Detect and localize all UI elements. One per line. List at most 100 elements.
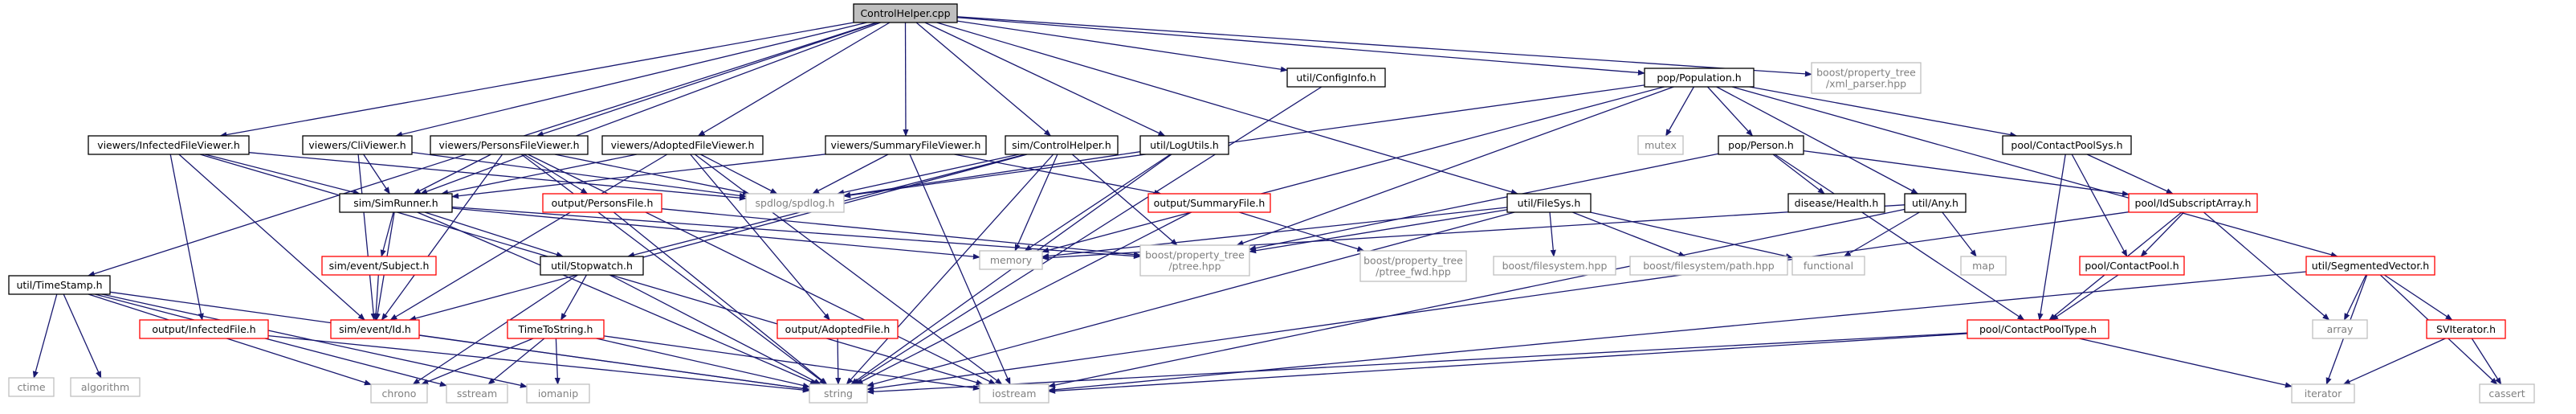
node-segvec[interactable]: util/SegmentedVector.h [2305,256,2435,276]
edge-root-to-configinfo [956,20,1288,72]
node-outinf[interactable]: output/InfectedFile.h [139,319,269,339]
edge-outsum-to-string [855,211,1192,385]
node-box-outinf [139,319,269,339]
node-population[interactable]: pop/Population.h [1644,68,1755,88]
node-iomanip[interactable]: iomanip [526,383,590,404]
node-box-segvec [2305,256,2435,276]
edge-simctrl-to-eventid [409,154,1028,322]
node-outpers[interactable]: output/PersonsFile.h [542,193,662,213]
node-ptree[interactable]: boost/property_tree/ptree.hpp [1139,244,1250,277]
node-functional[interactable]: functional [1791,256,1865,276]
node-simctrl[interactable]: sim/ControlHelper.h [1005,135,1119,155]
node-cptype[interactable]: pool/ContactPoolType.h [1967,319,2109,339]
node-label-cptype: pool/ContactPoolType.h [1979,323,2097,335]
node-svit[interactable]: SVIterator.h [2426,319,2506,339]
node-box-map [1960,256,2007,276]
node-logutils[interactable]: util/LogUtils.h [1139,135,1229,155]
node-label-any: util/Any.h [1912,197,1958,209]
node-eventid[interactable]: sim/event/Id.h [330,319,420,339]
node-box-spdlog [745,193,845,213]
edge-simctrl-to-spdlog [837,154,1020,195]
node-label-eventid: sim/event/Id.h [339,323,411,335]
node-subject[interactable]: sim/event/Subject.h [321,256,437,276]
edge-configinfo-to-string [852,86,1323,385]
node-memory[interactable]: memory [979,250,1043,270]
node-health[interactable]: disease/Health.h [1787,193,1885,213]
node-array[interactable]: array [2312,319,2368,339]
edge-tostring-to-iostream [603,335,980,391]
edge-infviewer-to-spdlog [248,152,747,201]
node-label-subject: sim/event/Subject.h [329,260,430,272]
node-tostring[interactable]: TimeToString.h [507,319,605,339]
node-spdlog[interactable]: spdlog/spdlog.h [745,193,845,213]
edge-simctrl-to-memory [1014,154,1058,252]
node-simrunner[interactable]: sim/SimRunner.h [339,193,453,213]
edge-population-to-ptree [1236,86,1674,246]
node-iostream[interactable]: iostream [979,383,1050,404]
node-configinfo[interactable]: util/ConfigInfo.h [1286,68,1386,88]
node-chrono[interactable]: chrono [370,383,428,404]
edge-simrunner-to-stopwatch [424,211,564,257]
node-sstream[interactable]: sstream [446,383,508,404]
node-string[interactable]: string [809,383,868,404]
node-box-health [1787,193,1885,213]
node-sumviewer[interactable]: viewers/SummaryFileViewer.h [825,135,987,155]
node-box-bfspath [1629,256,1788,276]
edge-population-to-memory [1041,86,1665,253]
node-box-cassert [2479,383,2535,404]
edge-simctrl-to-string [846,154,1054,385]
node-label-string: string [824,387,853,400]
edge-root-to-infviewer [219,22,854,138]
node-map[interactable]: map [1960,256,2007,276]
node-outadopt[interactable]: output/AdoptedFile.h [776,319,899,339]
node-label-outsum: output/SummaryFile.h [1154,197,1266,209]
node-label-health: disease/Health.h [1795,197,1879,209]
node-persviewer[interactable]: viewers/PersonsFileViewer.h [430,135,589,155]
node-cpool[interactable]: pool/ContactPool.h [2079,256,2185,276]
node-filesys[interactable]: util/FileSys.h [1506,193,1592,213]
edge-infviewer-to-eventid [178,154,365,321]
node-any[interactable]: util/Any.h [1904,193,1967,213]
edge-filesys-to-memory [1041,207,1508,260]
node-mutex[interactable]: mutex [1637,135,1684,155]
node-cpsys[interactable]: pool/ContactPoolSys.h [2002,135,2132,155]
node-box-bfs [1493,256,1616,276]
edge-stopwatch-to-chrono [412,274,578,385]
node-box-iomanip [526,383,590,404]
node-bfs[interactable]: boost/filesystem.hpp [1493,256,1616,276]
node-box-eventid [330,319,420,339]
edge-root-to-population [956,17,1645,76]
node-bfspath[interactable]: boost/filesystem/path.hpp [1629,256,1788,276]
node-algorithm[interactable]: algorithm [70,377,141,397]
node-label-adoptviewer: viewers/AdoptedFileViewer.h [611,139,755,151]
node-xmlparser[interactable]: boost/property_tree/xml_parser.hpp [1811,62,1922,94]
node-person[interactable]: pop/Person.h [1718,135,1804,155]
node-infviewer[interactable]: viewers/InfectedFileViewer.h [88,135,250,155]
node-timestamp[interactable]: util/TimeStamp.h [8,275,111,295]
node-cliviewer[interactable]: viewers/CliViewer.h [302,135,413,155]
node-ptreefwd[interactable]: boost/property_tree/ptree_fwd.hpp [1359,250,1467,282]
node-adoptviewer[interactable]: viewers/AdoptedFileViewer.h [601,135,764,155]
node-box-simrunner [339,193,453,213]
node-outsum[interactable]: output/SummaryFile.h [1147,193,1271,213]
node-label-root: ControlHelper.cpp [860,7,950,19]
node-idsub[interactable]: pool/IdSubscriptArray.h [2128,193,2258,213]
node-label-cliviewer: viewers/CliViewer.h [308,139,406,151]
edge-stopwatch-to-tostring [560,274,587,321]
node-box-xmlparser [1811,62,1922,94]
node-label-cassert: cassert [2488,387,2525,400]
node-stopwatch[interactable]: util/Stopwatch.h [540,256,644,276]
node-ctime[interactable]: ctime [8,377,55,397]
node-label-simctrl: sim/ControlHelper.h [1012,139,1111,151]
node-iterator[interactable]: iterator [2291,383,2355,404]
edge-root-to-sumviewer [903,22,909,137]
edge-root-to-filesys [936,22,1518,195]
node-label-outpers: output/PersonsFile.h [552,197,654,209]
edge-simrunner-to-string [417,211,818,385]
node-cassert[interactable]: cassert [2479,383,2535,404]
edge-adoptviewer-to-iostream [695,154,1003,385]
edge-cpool-to-cptype [2051,274,2119,321]
node-label-chrono: chrono [382,387,417,400]
node-box-mutex [1637,135,1684,155]
node-box-outadopt [776,319,899,339]
